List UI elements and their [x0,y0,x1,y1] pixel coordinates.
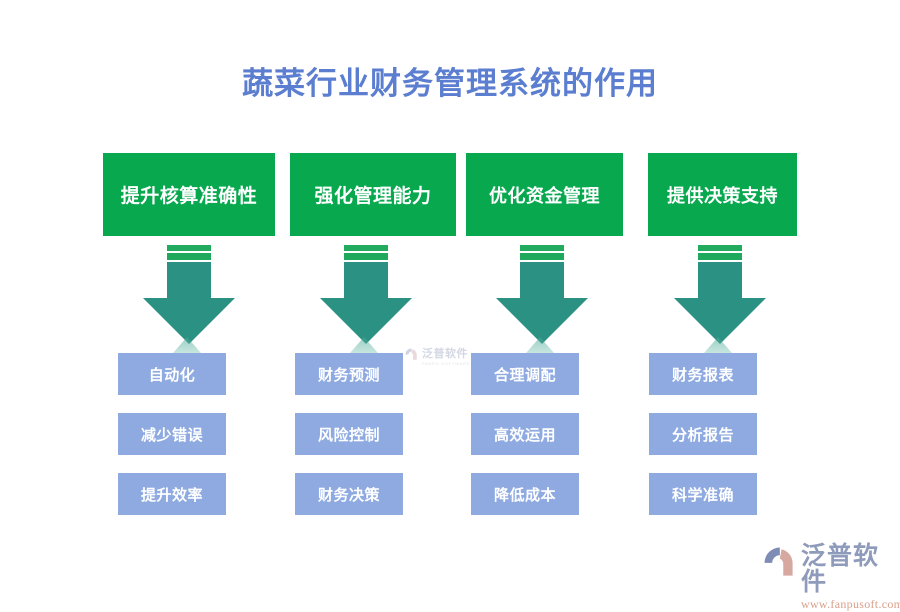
outcome-item[interactable]: 财务报表 [649,353,757,395]
brand-url[interactable]: www.fanpusoft.com [801,597,900,611]
outcome-label: 提升效率 [140,486,203,504]
outcome-item[interactable]: 合理调配 [471,353,579,395]
fanpu-logo-icon [762,545,796,584]
outcome-item[interactable]: 提升效率 [118,473,226,515]
category-header-box[interactable]: 提供决策支持 [648,153,797,236]
outcome-label: 合理调配 [493,366,556,384]
outcome-item[interactable]: 风险控制 [295,413,403,455]
outcome-item[interactable]: 分析报告 [649,413,757,455]
outcome-item[interactable]: 科学准确 [649,473,757,515]
category-header-box[interactable]: 强化管理能力 [290,153,456,236]
outcome-label: 高效运用 [493,426,556,444]
outcome-item[interactable]: 财务预测 [295,353,403,395]
down-arrow-icon [320,245,412,344]
category-header-label: 优化资金管理 [489,185,600,206]
outcome-item[interactable]: 高效运用 [471,413,579,455]
flow-arrow-1 [99,245,279,385]
category-header-box[interactable]: 优化资金管理 [466,153,623,236]
outcome-item[interactable]: 减少错误 [118,413,226,455]
down-arrow-icon [143,245,235,344]
category-header-box[interactable]: 提升核算准确性 [103,153,275,236]
outcome-label: 财务预测 [317,366,380,384]
outcome-list-2: 财务预测 风险控制 财务决策 [295,353,437,533]
outcome-label: 科学准确 [671,486,734,504]
outcome-label: 减少错误 [140,426,203,444]
category-header-label: 强化管理能力 [314,186,432,207]
outcome-label: 自动化 [148,366,196,384]
outcome-label: 财务报表 [671,366,734,384]
outcome-item[interactable]: 降低成本 [471,473,579,515]
category-header-label: 提升核算准确性 [120,186,258,207]
outcome-label: 财务决策 [317,486,380,504]
outcome-item[interactable]: 自动化 [118,353,226,395]
down-arrow-icon [674,245,766,344]
flow-arrow-3 [452,245,632,385]
outcome-label: 风险控制 [317,426,380,444]
brand-name: 泛普软件 [801,542,880,596]
outcome-list-1: 自动化 减少错误 提升效率 [118,353,260,533]
flow-arrow-2 [276,245,456,385]
page-title: 蔬菜行业财务管理系统的作用 [242,66,658,101]
outcome-label: 降低成本 [493,486,556,504]
flow-arrow-4 [630,245,810,385]
outcome-list-3: 合理调配 高效运用 降低成本 [471,353,613,533]
category-header-label: 提供决策支持 [667,185,778,206]
outcome-list-4: 财务报表 分析报告 科学准确 [649,353,791,533]
down-arrow-icon [496,245,588,344]
outcome-label: 分析报告 [671,426,734,444]
brand-logo: 泛普软件 www.fanpusoft.com [762,543,900,612]
outcome-item[interactable]: 财务决策 [295,473,403,515]
